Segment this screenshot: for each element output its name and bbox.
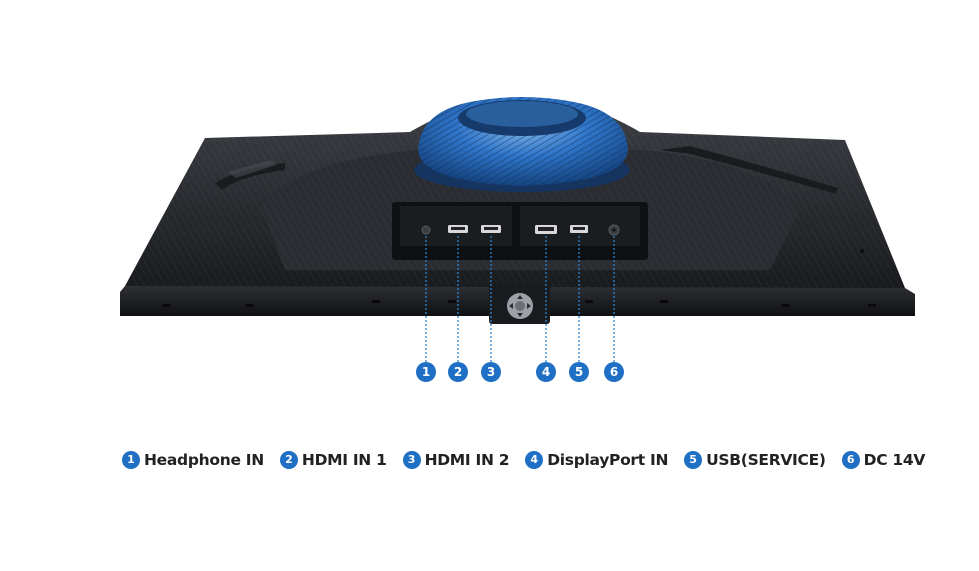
callout-3: 3 xyxy=(481,362,501,382)
legend-label: Headphone IN xyxy=(144,451,264,469)
legend-badge: 5 xyxy=(684,451,703,469)
port-legend: 1 Headphone IN 2 HDMI IN 1 3 HDMI IN 2 4… xyxy=(122,451,925,469)
legend-item-headphone: 1 Headphone IN xyxy=(122,451,264,469)
legend-label: HDMI IN 2 xyxy=(424,451,510,469)
callout-1: 1 xyxy=(416,362,436,382)
legend-item-hdmi-2: 3 HDMI IN 2 xyxy=(402,451,510,469)
legend-item-dc: 6 DC 14V xyxy=(841,451,926,469)
legend-badge: 3 xyxy=(402,451,421,469)
legend-label: DC 14V xyxy=(863,451,926,469)
callout-4: 4 xyxy=(536,362,556,382)
leader-lines xyxy=(425,236,615,362)
legend-badge: 2 xyxy=(279,451,298,469)
callout-6: 6 xyxy=(604,362,624,382)
legend-item-hdmi-1: 2 HDMI IN 1 xyxy=(279,451,387,469)
legend-item-displayport: 4 DisplayPort IN xyxy=(525,451,668,469)
legend-item-usb: 5 USB(SERVICE) xyxy=(684,451,826,469)
legend-label: HDMI IN 1 xyxy=(301,451,387,469)
legend-badge: 4 xyxy=(525,451,544,469)
headphone-port xyxy=(421,225,431,235)
legend-badge: 1 xyxy=(122,451,140,469)
callout-5: 5 xyxy=(569,362,589,382)
legend-badge: 6 xyxy=(841,451,860,469)
callout-2: 2 xyxy=(448,362,468,382)
legend-label: USB(SERVICE) xyxy=(706,451,826,469)
legend-label: DisplayPort IN xyxy=(547,451,669,469)
